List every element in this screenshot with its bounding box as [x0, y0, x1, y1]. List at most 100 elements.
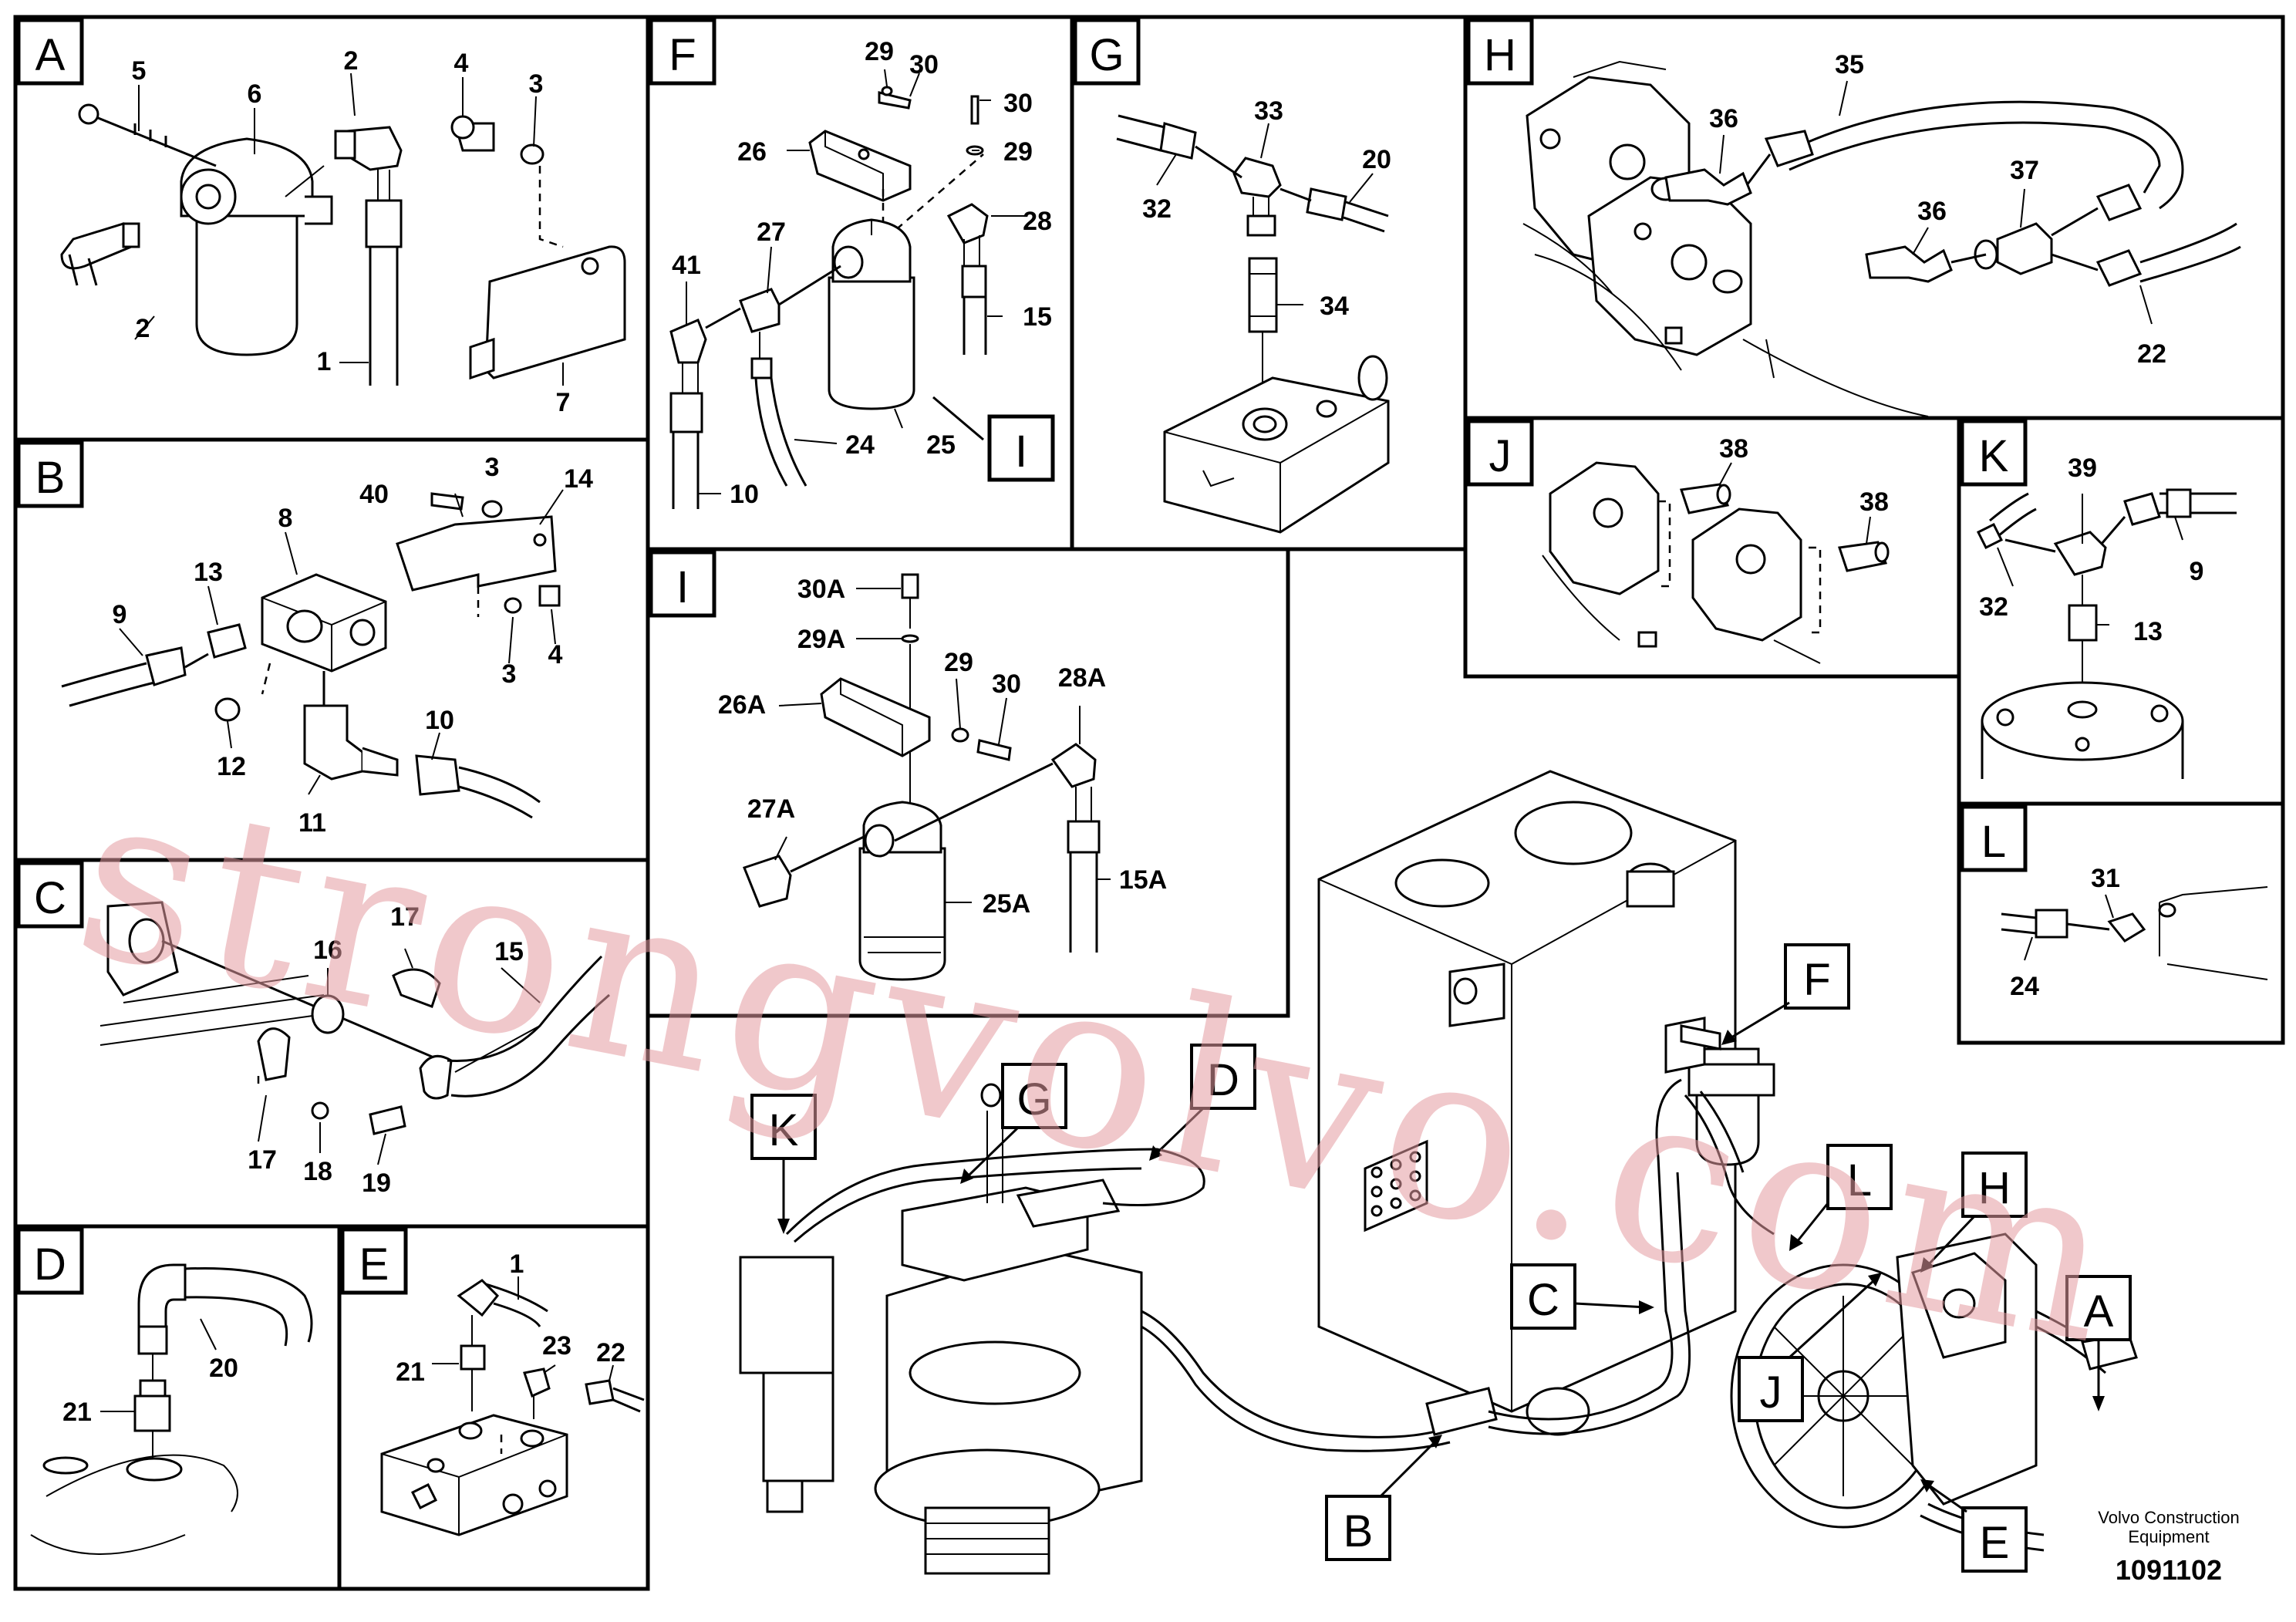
panel-j: J — [1466, 419, 1890, 664]
main-assembly — [739, 770, 2138, 1575]
panel-g-letter-box: G — [1073, 18, 1141, 86]
panel-g-letter: G — [1089, 30, 1124, 80]
callout-letter: K — [769, 1105, 799, 1155]
part-label: 6 — [248, 79, 262, 109]
part-label: 32 — [1142, 194, 1172, 224]
panel-f-labels: 29 30 30 26 29 27 28 41 15 24 25 10 I — [672, 37, 1055, 509]
callout-letter: A — [2084, 1286, 2114, 1337]
part-label: 3 — [502, 659, 517, 689]
callout-c: C — [1510, 1263, 1654, 1330]
part-label: 24 — [2010, 972, 2039, 1001]
part-label: 30A — [797, 575, 845, 604]
panel-h: H — [1466, 18, 2241, 417]
callout-i-in-f: I — [987, 414, 1055, 482]
part-label: 1 — [317, 347, 332, 376]
panel-e: E — [340, 1227, 645, 1536]
callout-l: L — [1789, 1144, 1893, 1251]
callout-h: H — [1920, 1152, 2028, 1273]
part-label: 7 — [556, 388, 571, 417]
part-label: 27A — [747, 794, 795, 824]
part-label: 35 — [1835, 50, 1864, 79]
part-label: 18 — [303, 1157, 332, 1186]
panel-h-labels: 35 36 37 36 22 — [1709, 50, 2166, 369]
panel-d-letter-box: D — [16, 1227, 84, 1295]
panel-c-labels: 16 17 15 17 18 19 — [248, 902, 524, 1198]
callout-g: G — [960, 1063, 1067, 1184]
callout-letter: F — [1803, 955, 1830, 1005]
part-label: 23 — [542, 1331, 571, 1361]
part-label: 16 — [313, 936, 342, 965]
callout-j: J — [1738, 1273, 1882, 1422]
part-label: 21 — [396, 1357, 425, 1387]
part-label: 31 — [2091, 864, 2120, 893]
part-label: 11 — [298, 808, 326, 838]
panel-a: A — [16, 18, 626, 386]
panel-l-letter-box: L — [1960, 804, 2028, 872]
part-label: 30 — [909, 50, 939, 79]
callout-b: B — [1325, 1435, 1442, 1561]
part-label: 28 — [1023, 207, 1052, 236]
part-label: 2 — [136, 314, 150, 343]
part-label: 19 — [362, 1168, 391, 1198]
panel-d: D — [16, 1227, 313, 1555]
panel-g-labels: 33 20 32 34 — [1142, 96, 1391, 321]
panel-a-letter: A — [35, 30, 66, 80]
part-label: 38 — [1719, 434, 1748, 464]
part-label: 5 — [132, 56, 147, 86]
drawing-number: 1091102 — [2116, 1554, 2222, 1586]
part-label: 28A — [1058, 663, 1106, 693]
part-label: 15A — [1119, 865, 1167, 895]
panel-a-letter-box: A — [16, 18, 84, 86]
panel-f-letter-box: F — [649, 18, 716, 86]
part-label: 15 — [494, 937, 524, 966]
panel-h-letter-box: H — [1466, 18, 1534, 86]
panel-a-labels: 5 6 2 4 3 2 1 7 — [132, 46, 571, 417]
panel-h-letter: H — [1484, 30, 1516, 80]
panel-c-letter: C — [34, 873, 66, 923]
part-label: 29 — [944, 648, 973, 677]
part-label: 4 — [454, 49, 469, 78]
panel-f-letter: F — [669, 30, 696, 80]
part-label: 3 — [485, 453, 500, 482]
panel-b-labels: 40 3 14 8 13 9 3 4 10 12 11 — [113, 453, 593, 838]
part-label: 29 — [1003, 137, 1033, 167]
part-label: 9 — [113, 600, 127, 629]
panel-l-labels: 31 24 — [2010, 864, 2120, 1001]
part-label: 20 — [1362, 145, 1391, 174]
panel-j-letter: J — [1489, 431, 1512, 481]
callout-f: F — [1721, 943, 1850, 1045]
company-line-2: Equipment — [2128, 1527, 2209, 1546]
part-label: 41 — [672, 251, 701, 280]
part-label: 30 — [1003, 89, 1033, 118]
part-label: 13 — [2133, 617, 2163, 646]
panel-b: B — [16, 440, 564, 819]
panel-b-letter-box: B — [16, 440, 84, 508]
panel-k-labels: 39 9 32 13 — [1979, 454, 2203, 646]
callout-letter: D — [1207, 1055, 1239, 1105]
part-label: 34 — [1320, 292, 1349, 321]
panel-d-labels: 20 21 — [62, 1354, 238, 1427]
callout-letter: L — [1847, 1155, 1872, 1206]
part-label: 22 — [596, 1338, 625, 1367]
part-label: 37 — [2010, 156, 2039, 185]
callout-letter: C — [1527, 1275, 1559, 1325]
panel-k-letter: K — [1979, 431, 2009, 481]
panel-f: F — [649, 18, 1026, 509]
part-label: 36 — [1917, 197, 1947, 226]
part-label: 3 — [529, 69, 544, 99]
panel-c-letter-box: C — [16, 861, 84, 929]
company-line-1: Volvo Construction — [2098, 1508, 2239, 1527]
part-label: 14 — [564, 464, 593, 494]
part-label: 10 — [425, 706, 454, 735]
part-label: 30 — [992, 669, 1021, 699]
part-label: 4 — [548, 640, 563, 669]
panel-frames — [13, 15, 2285, 1591]
panel-j-labels: 38 38 — [1719, 434, 1889, 517]
part-label: 10 — [730, 480, 759, 509]
panel-e-letter-box: E — [340, 1227, 408, 1295]
part-label: 26A — [718, 690, 766, 720]
footer: Volvo Construction Equipment 1091102 — [2098, 1508, 2239, 1586]
panel-l: L — [1960, 804, 2268, 980]
callout-tags: K G D F L H C — [750, 943, 2132, 1573]
